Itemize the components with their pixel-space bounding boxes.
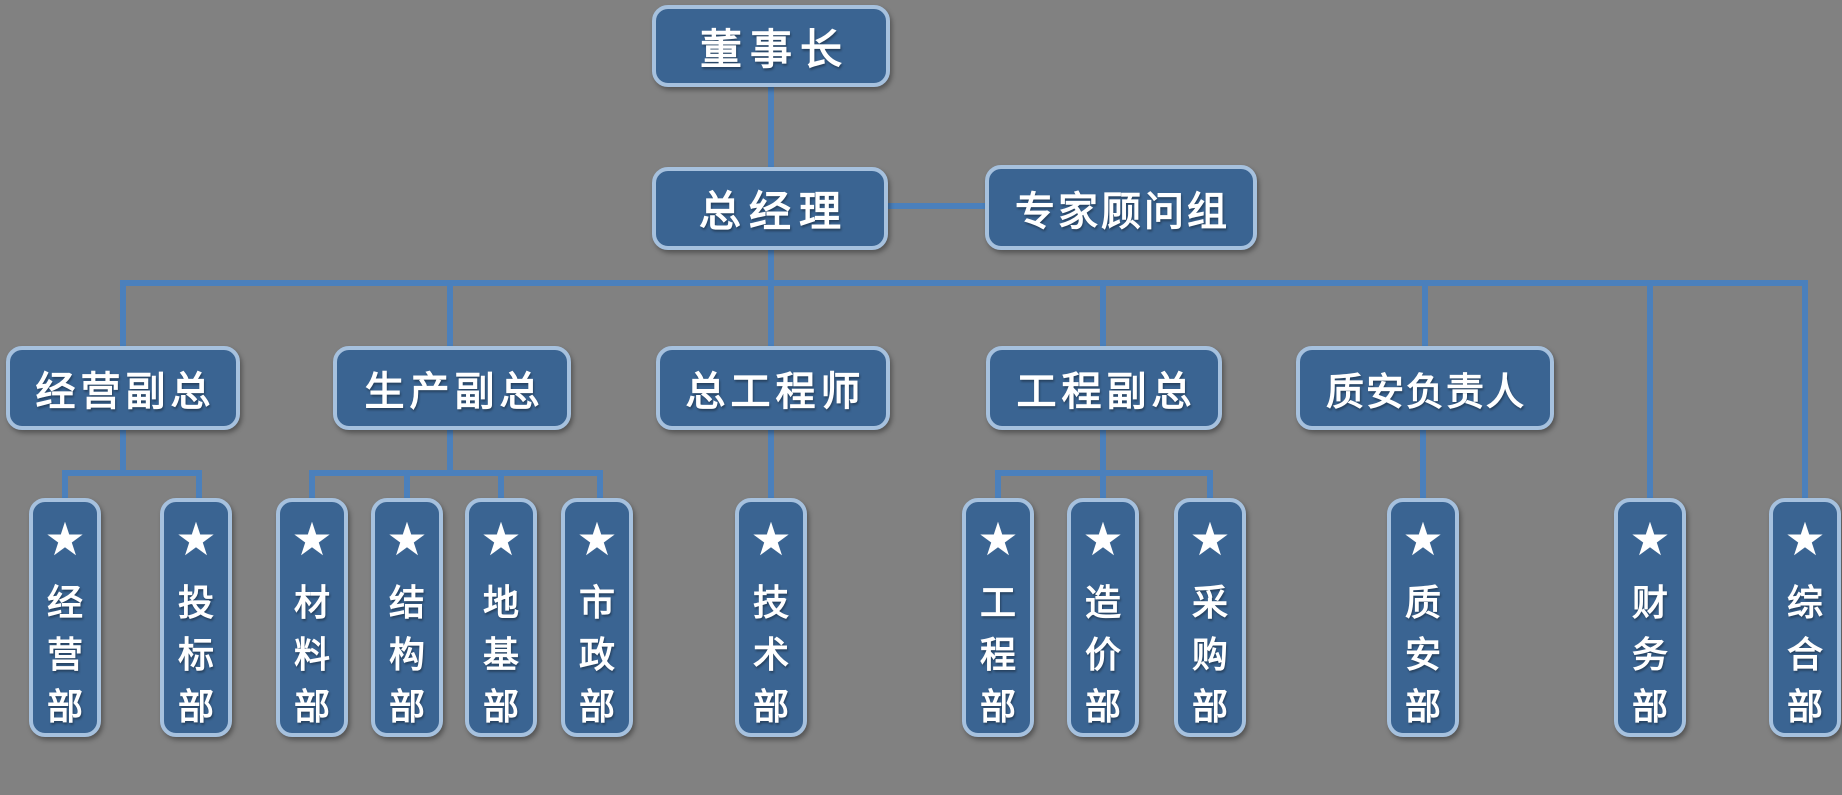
connector-line <box>309 470 603 476</box>
connector-line <box>62 470 202 476</box>
dept-procurement-label: 采购部 <box>1191 583 1228 729</box>
node-vp-production-label: 生产副总 <box>364 369 545 415</box>
connector-line <box>1100 470 1106 498</box>
dept-quality-safety: ★ 质安部 <box>1387 498 1459 737</box>
connector-line <box>447 430 453 476</box>
dept-quality-safety-label: 质安部 <box>1404 583 1441 729</box>
node-vp-operations-label: 经营副总 <box>35 369 216 415</box>
star-icon: ★ <box>44 512 86 566</box>
star-icon: ★ <box>1402 512 1444 566</box>
star-icon: ★ <box>1784 512 1826 566</box>
dept-foundation-label: 地基部 <box>482 583 519 729</box>
connector-line <box>1100 430 1106 476</box>
dept-materials-label: 材料部 <box>293 583 330 729</box>
connector-line <box>995 470 1001 498</box>
connector-line <box>888 203 985 209</box>
dept-bidding: ★ 投标部 <box>160 498 232 737</box>
dept-procurement: ★ 采购部 <box>1174 498 1246 737</box>
connector-line <box>768 250 774 346</box>
dept-technology: ★ 技术部 <box>735 498 807 737</box>
node-expert-advisory-group-label: 专家顾问组 <box>1015 188 1230 235</box>
connector-line <box>597 470 603 498</box>
star-icon: ★ <box>750 512 792 566</box>
connector-line <box>120 280 126 346</box>
node-chairman-label: 董事长 <box>699 24 850 74</box>
node-vp-operations: 经营副总 <box>6 346 240 430</box>
dept-finance-label: 财务部 <box>1631 583 1668 729</box>
connector-line <box>1420 430 1426 498</box>
dept-cost-label: 造价部 <box>1084 583 1121 729</box>
dept-bidding-label: 投标部 <box>177 583 214 729</box>
connector-line <box>1207 470 1213 498</box>
connector-line <box>447 280 453 346</box>
connector-line <box>768 430 774 498</box>
star-icon: ★ <box>1082 512 1124 566</box>
star-icon: ★ <box>576 512 618 566</box>
dept-technology-label: 技术部 <box>752 583 789 729</box>
connector-line <box>1802 280 1808 498</box>
star-icon: ★ <box>1189 512 1231 566</box>
dept-cost: ★ 造价部 <box>1067 498 1139 737</box>
dept-materials: ★ 材料部 <box>276 498 348 737</box>
star-icon: ★ <box>386 512 428 566</box>
dept-engineering-label: 工程部 <box>979 583 1016 729</box>
node-vp-production: 生产副总 <box>333 346 571 430</box>
star-icon: ★ <box>291 512 333 566</box>
node-expert-advisory-group: 专家顾问组 <box>985 165 1257 250</box>
dept-municipal: ★ 市政部 <box>561 498 633 737</box>
star-icon: ★ <box>480 512 522 566</box>
dept-operations: ★ 经营部 <box>29 498 101 737</box>
connector-line <box>1647 280 1653 498</box>
star-icon: ★ <box>1629 512 1671 566</box>
node-general-manager-label: 总经理 <box>698 187 849 236</box>
dept-finance: ★ 财务部 <box>1614 498 1686 737</box>
node-vp-engineering: 工程副总 <box>986 346 1222 430</box>
node-general-manager: 总经理 <box>652 167 888 250</box>
connector-line <box>309 470 315 498</box>
connector-line <box>404 470 410 498</box>
dept-structure: ★ 结构部 <box>371 498 443 737</box>
dept-foundation: ★ 地基部 <box>465 498 537 737</box>
node-quality-safety-head: 质安负责人 <box>1296 346 1554 430</box>
connector-line <box>498 470 504 498</box>
dept-operations-label: 经营部 <box>46 583 83 729</box>
node-chief-engineer: 总工程师 <box>656 346 890 430</box>
node-quality-safety-head-label: 质安负责人 <box>1325 369 1526 414</box>
connector-line <box>768 87 774 167</box>
connector-line <box>1422 280 1428 346</box>
connector-line <box>1100 280 1106 346</box>
dept-municipal-label: 市政部 <box>578 583 615 729</box>
node-chief-engineer-label: 总工程师 <box>685 369 866 415</box>
star-icon: ★ <box>175 512 217 566</box>
connector-line <box>196 470 202 498</box>
connector-line <box>120 430 126 476</box>
dept-general-affairs-label: 综合部 <box>1786 583 1823 729</box>
connector-line <box>120 280 1808 286</box>
dept-structure-label: 结构部 <box>388 583 425 729</box>
node-chairman: 董事长 <box>652 5 890 87</box>
dept-engineering: ★ 工程部 <box>962 498 1034 737</box>
dept-general-affairs: ★ 综合部 <box>1769 498 1841 737</box>
node-vp-engineering-label: 工程副总 <box>1016 369 1197 415</box>
connector-line <box>62 470 68 498</box>
star-icon: ★ <box>977 512 1019 566</box>
